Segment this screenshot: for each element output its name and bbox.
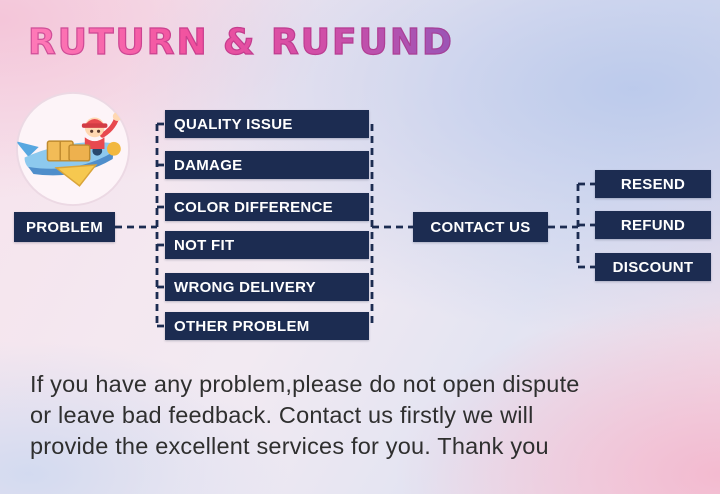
page-title: RUTURN & RUFUND xyxy=(27,21,454,63)
contact-us-box: CONTACT US xyxy=(413,212,548,242)
footer-note-line: or leave bad feedback. Contact us firstl… xyxy=(30,402,534,428)
problem-box: PROBLEM xyxy=(14,212,115,242)
issue-box-quality-issue: QUALITY ISSUE xyxy=(165,110,369,138)
issue-box-wrong-delivery: WRONG DELIVERY xyxy=(165,273,369,301)
issue-box-color-difference: COLOR DIFFERENCE xyxy=(165,193,369,221)
issue-box-damage: DAMAGE xyxy=(165,151,369,179)
outcome-box-refund: REFUND xyxy=(595,211,711,239)
footer-note-line: If you have any problem,please do not op… xyxy=(30,371,580,397)
outcome-box-resend: RESEND xyxy=(595,170,711,198)
issue-box-other-problem: OTHER PROBLEM xyxy=(165,312,369,340)
footer-note: If you have any problem,please do not op… xyxy=(30,369,710,462)
footer-note-line: provide the excellent services for you. … xyxy=(30,433,549,459)
delivery-plane-illustration-icon xyxy=(15,91,131,207)
outcome-box-discount: DISCOUNT xyxy=(595,253,711,281)
issue-box-not-fit: NOT FIT xyxy=(165,231,369,259)
